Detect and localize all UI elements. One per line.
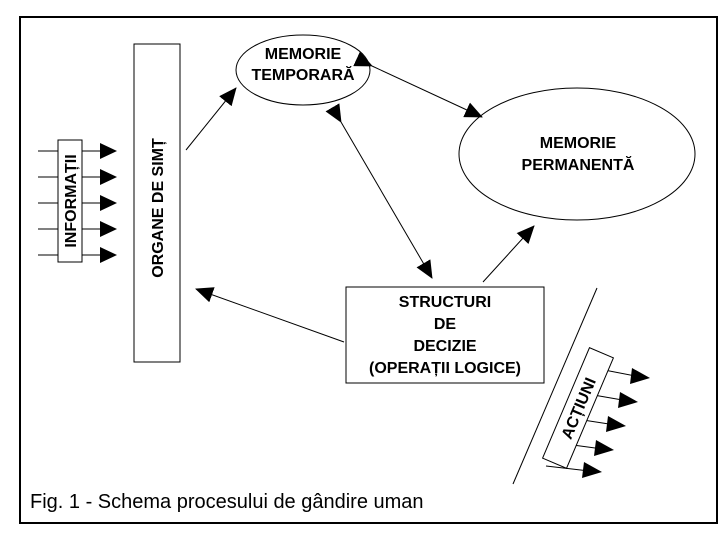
decision-label-line1: STRUCTURI (399, 294, 491, 311)
permanent-memory-ellipse (458, 87, 696, 221)
decision-structures-box (345, 286, 545, 384)
information-box (57, 139, 83, 263)
arrowhead (582, 462, 602, 478)
flow-arrows (185, 51, 535, 343)
arrowhead (100, 143, 117, 159)
arrowhead (100, 169, 117, 185)
decision-label-line4: (OPERAȚII LOGICE) (369, 360, 521, 377)
arrowhead (606, 416, 626, 432)
arrow-organs-to-temporary-memory (185, 87, 237, 151)
sense-organs-node: ORGANE DE SIMȚ (133, 43, 181, 363)
arrowhead (618, 392, 638, 408)
decision-label-line3: DECIZIE (413, 338, 476, 355)
arrow-decision-to-permanent (482, 225, 535, 283)
temporary-memory-label-line1: MEMORIE (265, 46, 342, 63)
outer-frame (19, 16, 718, 524)
arrow-decision-to-organs (195, 287, 345, 343)
temporary-memory-node: MEMORIE TEMPORARĂ (235, 34, 371, 106)
figure-caption: Fig. 1 - Schema procesului de gândire um… (30, 491, 424, 513)
permanent-memory-label-line1: MEMORIE (540, 135, 617, 152)
arrow-temporary-permanent (353, 51, 483, 118)
temporary-memory-label-line2: TEMPORARĂ (251, 65, 355, 84)
permanent-memory-node: MEMORIE PERMANENTĂ (458, 87, 696, 221)
decision-structures-node: STRUCTURI DE DECIZIE (OPERAȚII LOGICE) (345, 286, 545, 384)
actions-boundary-line (512, 287, 598, 485)
input-arrows (38, 143, 117, 263)
actions-box (541, 347, 615, 469)
arrowhead (100, 221, 117, 237)
arrowhead (594, 440, 614, 456)
arrowhead (630, 368, 650, 384)
information-label: INFORMAȚII (63, 154, 80, 247)
sense-organs-box (133, 43, 181, 363)
decision-label-line2: DE (434, 316, 457, 333)
sense-organs-label: ORGANE DE SIMȚ (150, 138, 167, 278)
arrowhead (100, 195, 117, 211)
information-input-group: INFORMAȚII (38, 139, 117, 263)
permanent-memory-label-line2: PERMANENTĂ (522, 155, 635, 174)
arrow-temporary-decision (325, 103, 433, 279)
arrowhead (100, 247, 117, 263)
